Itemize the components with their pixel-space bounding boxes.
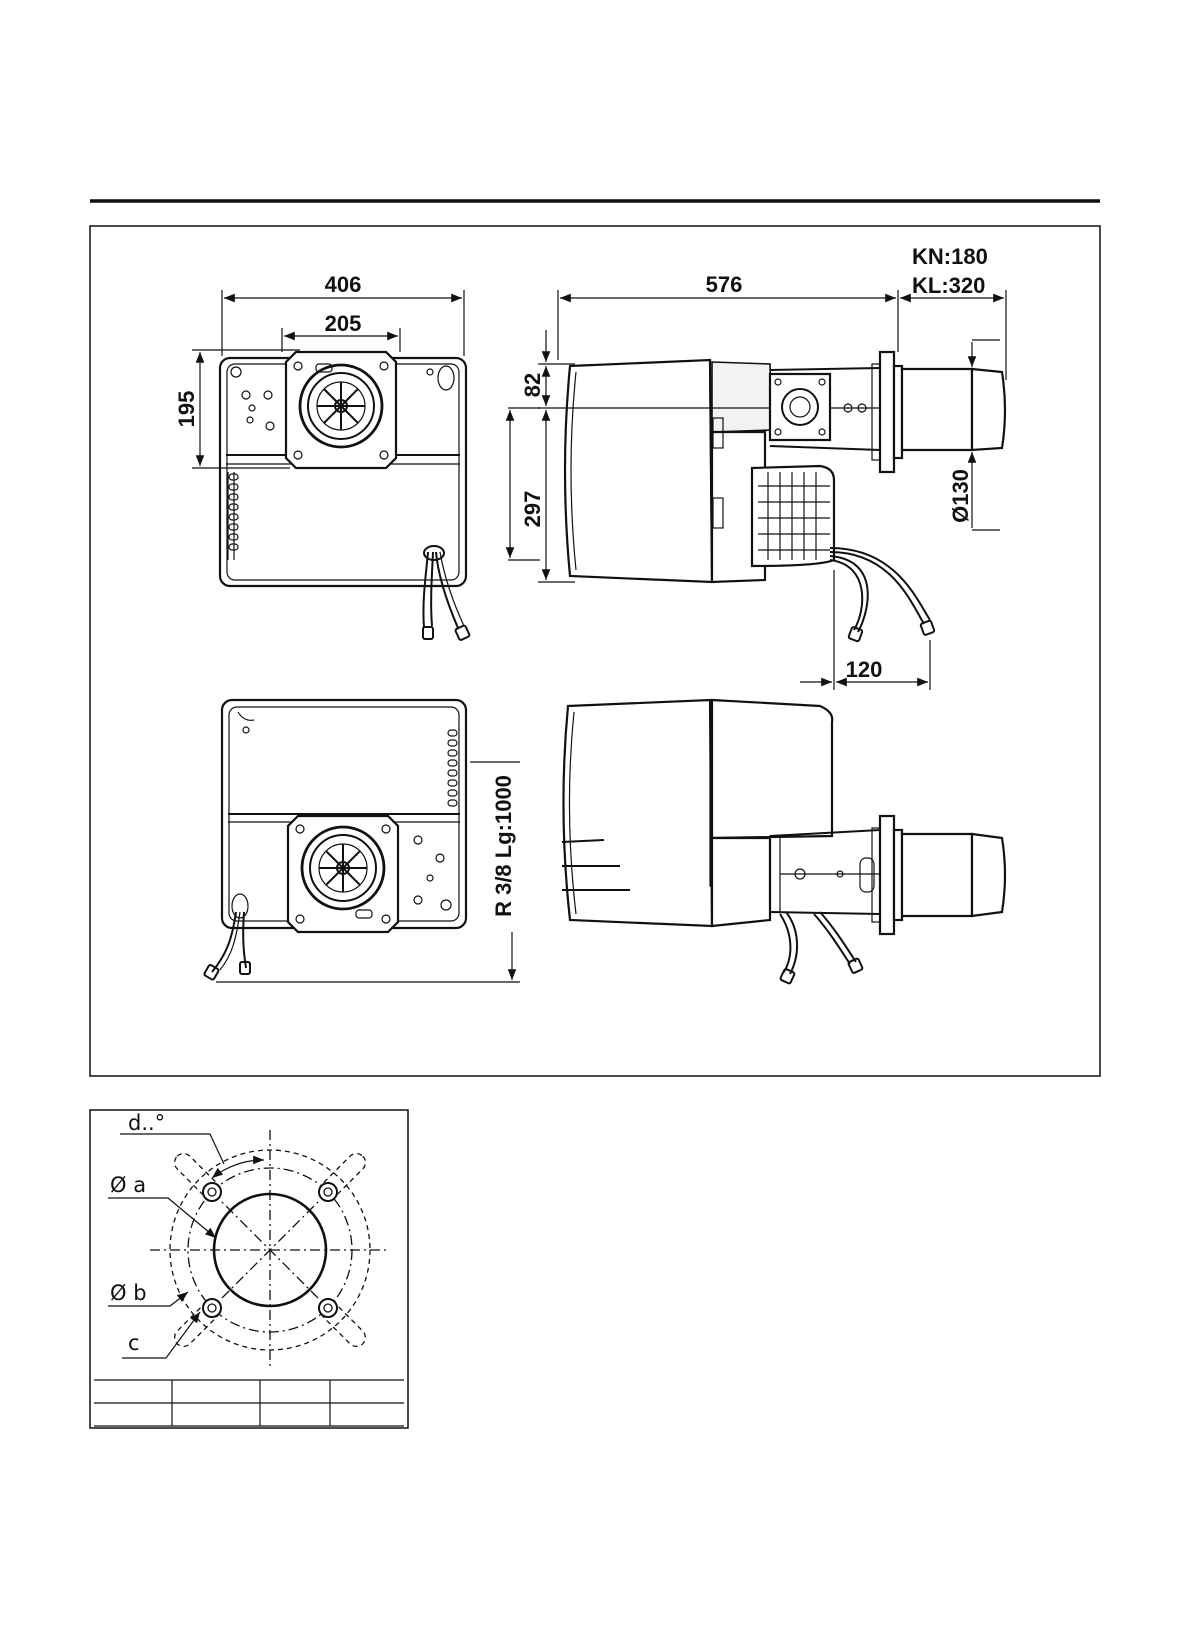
diameter-a-label: Ø a [110,1173,146,1197]
dim-tube-kn: KN:180 [912,244,988,269]
rear-view [204,700,466,980]
drawing-frame [90,226,1100,1076]
dim-hose-spec: R 3/8 Lg:1000 [491,775,516,917]
angle-label: d..° [128,1111,165,1135]
dim-hose-offset: 120 [846,657,883,682]
front-view [220,352,470,641]
dim-side-length: 576 [706,272,743,297]
diameter-b-label: Ø b [110,1281,147,1305]
dim-tube-diameter: Ø130 [948,469,973,523]
hole-label: c [128,1331,140,1355]
top-view [562,700,1005,984]
dim-top-offset: 82 [520,373,545,397]
dim-tube-kl: KL:320 [912,273,985,298]
dim-front-height: 195 [174,391,199,428]
side-view [565,352,1005,642]
dim-flange-width: 205 [325,311,362,336]
dim-body-height: 297 [520,491,545,528]
flange-detail [90,1110,408,1428]
dim-front-width: 406 [325,272,362,297]
